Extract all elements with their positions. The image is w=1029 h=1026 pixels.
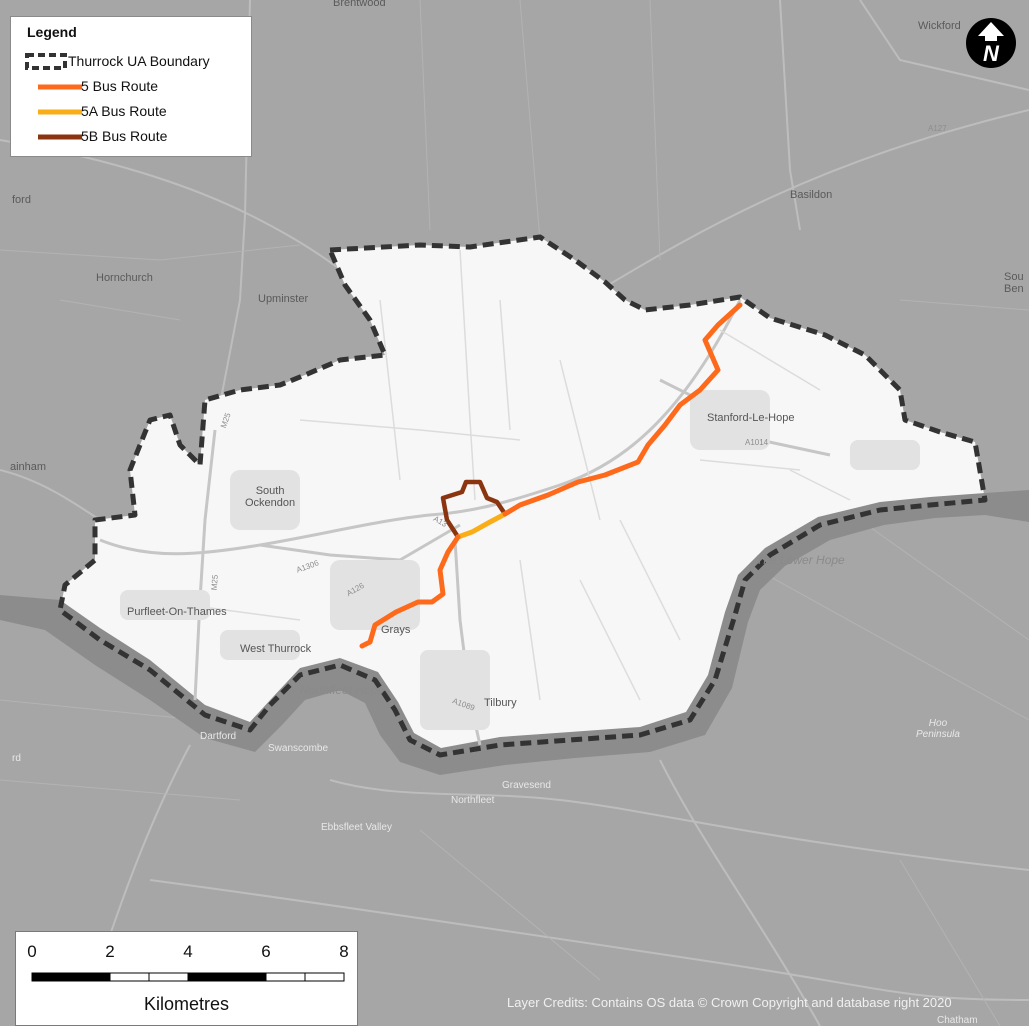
place-west-thurrock: West Thurrock [240, 643, 312, 655]
place-grays: Grays [381, 624, 411, 636]
road-label-a127: A127 [928, 124, 947, 133]
dashed-boundary-icon [25, 53, 67, 70]
place-wickford: Wickford [918, 20, 961, 32]
legend-item-route-5: 5 Bus Route [24, 76, 252, 98]
legend-item-route-5a: 5A Bus Route [24, 101, 252, 123]
place-ebbsfleet-valley: Ebbsfleet Valley [321, 822, 392, 833]
legend-label-route-5: 5 Bus Route [81, 78, 159, 94]
legend-item-boundary: Thurrock UA Boundary [24, 51, 252, 73]
place-rainham: ainham [10, 461, 47, 473]
place-hoo-peninsula: Hoo Peninsula [916, 718, 960, 740]
water-northfleet-hope: Northfleet Hope [300, 683, 385, 697]
north-letter: N [983, 41, 1000, 66]
place-tilbury: Tilbury [484, 697, 517, 709]
place-basildon: Basildon [790, 189, 833, 201]
place-dartford: Dartford [200, 731, 237, 742]
place-stanford-le-hope: Stanford-Le-Hope [707, 412, 795, 424]
legend-title: Legend [27, 24, 77, 40]
scale-segment [70, 972, 111, 982]
place-gravesend: Gravesend [502, 780, 551, 791]
scale-segment [148, 972, 189, 982]
scale-tick-0: 0 [27, 942, 37, 961]
scale-tick-2: 2 [105, 942, 115, 961]
route-5a-line [455, 511, 508, 540]
place-northfleet: Northfleet [451, 795, 495, 806]
scale-segment [304, 972, 345, 982]
north-arrow-icon: N [966, 18, 1016, 68]
place-swanscombe: Swanscombe [268, 743, 329, 754]
scale-segment [226, 972, 267, 982]
place-south-ockendon: South Ockendon [245, 485, 296, 510]
map-legend: Legend Thurrock UA Boundary 5 Bus Route … [10, 16, 252, 157]
place-purfleet: Purfleet-On-Thames [127, 606, 227, 618]
place-romford: ford [12, 194, 31, 206]
line-swatch-icon [38, 84, 82, 90]
scale-unit: Kilometres [143, 994, 230, 1014]
river-thames [0, 490, 1029, 775]
scale-tick-6: 6 [261, 942, 271, 961]
scale-segment [187, 972, 228, 982]
scale-tick-8: 8 [339, 942, 349, 961]
line-swatch-icon [38, 109, 82, 115]
route-5-line [359, 302, 743, 649]
layer-credits: Layer Credits: Contains OS data © Crown … [507, 995, 952, 1010]
place-chatham: Chatham [937, 1015, 978, 1026]
legend-item-route-5b: 5B Bus Route [24, 126, 252, 148]
scale-segment [31, 972, 72, 982]
route-5b-line [440, 479, 507, 539]
place-brentwood: Brentwood [333, 0, 386, 9]
legend-label-route-5a: 5A Bus Route [81, 103, 167, 119]
line-swatch-icon [38, 134, 82, 140]
water-the-lower-hope: The Lower Hope [756, 553, 845, 567]
road-label-m25-south: M25 [209, 574, 220, 591]
scale-bar-graphic [31, 972, 345, 982]
minor-roads [149, 249, 851, 701]
place-south-benfleet: Sou Ben [1004, 271, 1024, 296]
place-upminster: Upminster [258, 293, 309, 305]
scale-tick-4: 4 [183, 942, 193, 961]
road-label-a1014: A1014 [745, 438, 769, 447]
place-erith: rd [12, 753, 21, 764]
place-hornchurch: Hornchurch [96, 272, 153, 284]
scale-segment [265, 972, 306, 982]
legend-label-boundary: Thurrock UA Boundary [68, 53, 210, 69]
thurrock-ua-boundary [57, 234, 988, 758]
scale-bar: 0 2 4 6 8 Kilometres [15, 931, 358, 1026]
legend-label-route-5b: 5B Bus Route [81, 128, 168, 144]
scale-segment [109, 972, 150, 982]
